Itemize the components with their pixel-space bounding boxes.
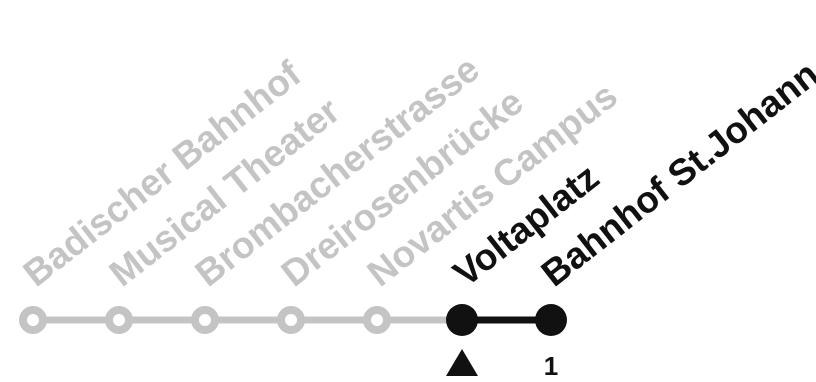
stop-dot-badischer-bahnhof xyxy=(19,306,47,334)
stop-dot-dreirosenbruecke xyxy=(277,306,305,334)
stop-dot-musical-theater xyxy=(105,306,133,334)
stop-dot-bahnhof-st-johann xyxy=(535,304,567,336)
triangle-up-icon xyxy=(446,349,478,376)
next-stop-marker-label: 1 xyxy=(544,351,558,381)
stop-dot-novartis-campus xyxy=(363,306,391,334)
stop-dot-voltaplatz xyxy=(446,304,478,336)
stop-dot-brombacherstrasse xyxy=(191,306,219,334)
